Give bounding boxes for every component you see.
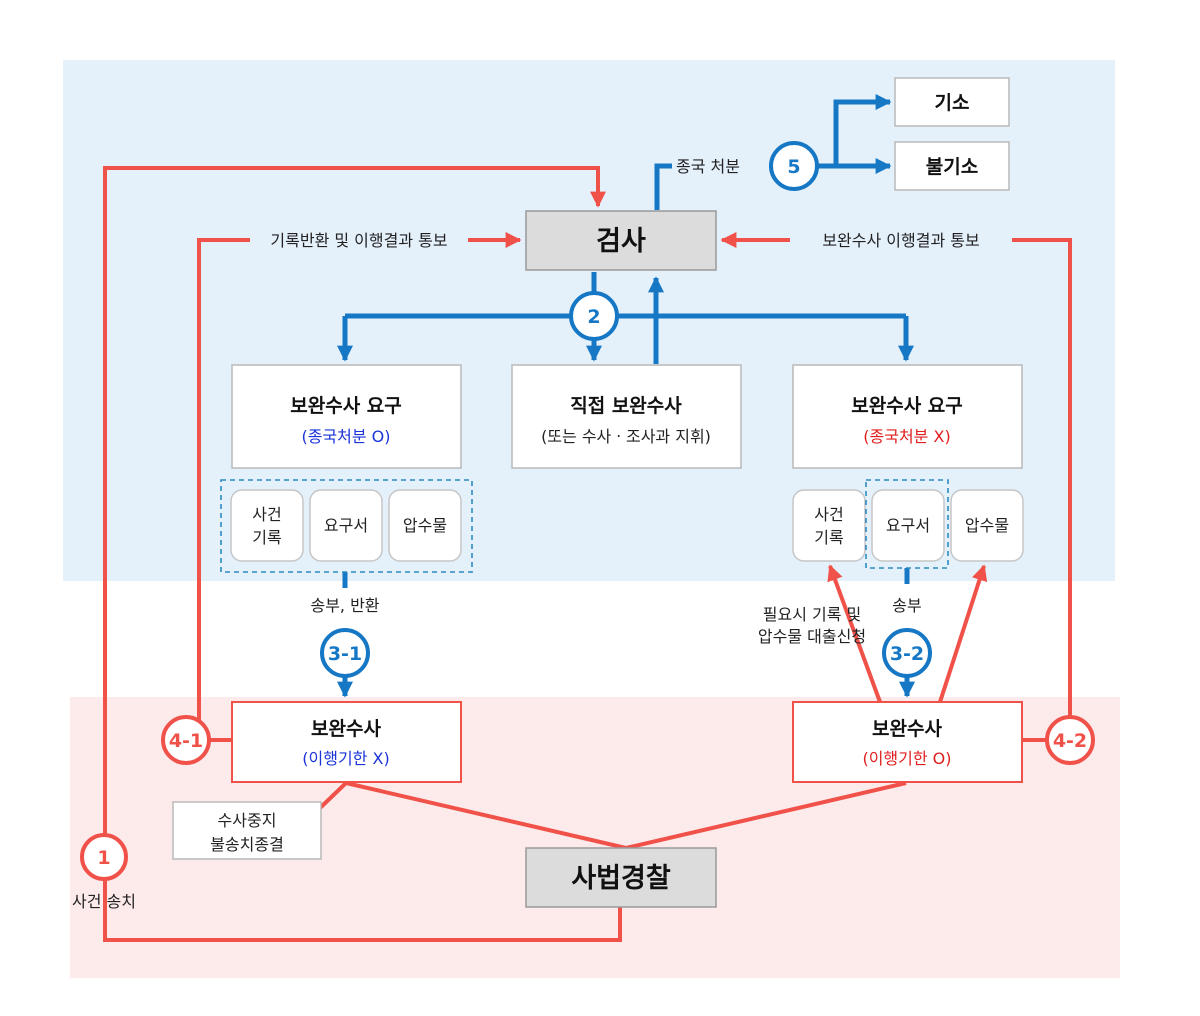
supp-right-box bbox=[792, 701, 1023, 783]
step-3-1-badge: 3-1 bbox=[320, 628, 370, 678]
return-notice-line bbox=[197, 238, 250, 742]
svg-text:1: 1 bbox=[97, 847, 110, 869]
non-indictment-label: 불기소 bbox=[926, 156, 978, 178]
final-disposition-line bbox=[654, 163, 672, 210]
step-1-badge: 1 bbox=[80, 833, 128, 881]
supp-left-title: 보완수사 bbox=[311, 718, 381, 740]
doc-right-record-line2: 기록 bbox=[814, 528, 843, 547]
step-3-2-badge: 3-2 bbox=[882, 628, 932, 678]
indictment-label: 기소 bbox=[935, 92, 970, 114]
suspend-box bbox=[172, 801, 322, 860]
req-right-box bbox=[792, 364, 1023, 469]
prosecution-label: 검사 bbox=[596, 226, 646, 257]
req-right-title: 보완수사 요구 bbox=[851, 395, 963, 417]
loan-request-label-2: 압수물 대출신청 bbox=[758, 627, 866, 646]
return-notice-label: 기록반환 및 이행결과 통보 bbox=[270, 231, 447, 250]
police-label: 사법경찰 bbox=[571, 863, 671, 894]
step-5-badge: 5 bbox=[769, 141, 819, 191]
supp-left-note: (이행기한 X) bbox=[302, 749, 389, 768]
suspend-line1: 수사중지 bbox=[218, 811, 277, 830]
supp-right-note: (이행기한 O) bbox=[862, 749, 951, 768]
docs-right-group bbox=[865, 479, 949, 569]
police-to-supp-left-line bbox=[345, 781, 627, 850]
supp-left-to-suspend-line bbox=[318, 781, 348, 810]
prosecution-box bbox=[525, 210, 717, 271]
docs-left-group bbox=[220, 479, 473, 573]
indictment-box bbox=[894, 77, 1010, 127]
svg-text:2: 2 bbox=[587, 306, 600, 328]
step-4-2-badge: 4-2 bbox=[1045, 715, 1095, 765]
case-transfer-label: 사건 송치 bbox=[72, 892, 136, 911]
doc-right-evidence bbox=[950, 489, 1024, 562]
police-box bbox=[525, 847, 717, 908]
case-transfer-line bbox=[103, 166, 622, 942]
send-return-label: 송부, 반환 bbox=[310, 596, 379, 615]
loan-request-arrow-record bbox=[827, 564, 882, 703]
doc-left-evidence-label: 압수물 bbox=[403, 516, 447, 535]
req-left-note: (종국처분 O) bbox=[301, 427, 390, 446]
doc-left-request-label: 요구서 bbox=[324, 516, 368, 535]
req-left-title: 보완수사 요구 bbox=[290, 395, 402, 417]
doc-right-record-line1: 사건 bbox=[814, 505, 843, 524]
svg-text:5: 5 bbox=[787, 156, 800, 178]
doc-left-record-line1: 사건 bbox=[252, 505, 281, 524]
doc-left-evidence bbox=[388, 489, 462, 562]
send-label: 송부 bbox=[892, 596, 921, 615]
direct-title: 직접 보완수사 bbox=[570, 395, 682, 417]
req-left-box bbox=[231, 364, 462, 469]
loan-request-arrow-evidence bbox=[938, 564, 988, 703]
direct-note: (또는 수사ㆍ조사과 지휘) bbox=[541, 427, 711, 446]
non-indictment-box bbox=[894, 141, 1010, 191]
doc-right-evidence-label: 압수물 bbox=[965, 516, 1009, 535]
supp-notice-label: 보완수사 이행결과 통보 bbox=[822, 231, 979, 250]
svg-text:4-1: 4-1 bbox=[169, 730, 203, 752]
step-2-badge: 2 bbox=[569, 291, 619, 341]
svg-text:3-2: 3-2 bbox=[890, 643, 924, 665]
step-4-1-badge: 4-1 bbox=[161, 715, 211, 765]
police-to-supp-right-line bbox=[625, 781, 907, 850]
doc-right-record bbox=[792, 489, 866, 562]
svg-text:3-1: 3-1 bbox=[328, 643, 362, 665]
svg-text:4-2: 4-2 bbox=[1053, 730, 1087, 752]
direct-box bbox=[511, 364, 742, 469]
final-disposition-label: 종국 처분 bbox=[676, 157, 740, 176]
loan-request-label-1: 필요시 기록 및 bbox=[763, 605, 862, 624]
doc-right-request bbox=[871, 489, 945, 562]
suspend-line2: 불송치종결 bbox=[210, 835, 284, 854]
req-right-note: (종국처분 X) bbox=[863, 427, 950, 446]
supp-right-title: 보완수사 bbox=[872, 718, 942, 740]
supp-left-box bbox=[231, 701, 462, 783]
doc-left-record bbox=[230, 489, 304, 562]
doc-left-request bbox=[309, 489, 383, 562]
doc-right-request-label: 요구서 bbox=[886, 516, 930, 535]
doc-left-record-line2: 기록 bbox=[252, 528, 281, 547]
